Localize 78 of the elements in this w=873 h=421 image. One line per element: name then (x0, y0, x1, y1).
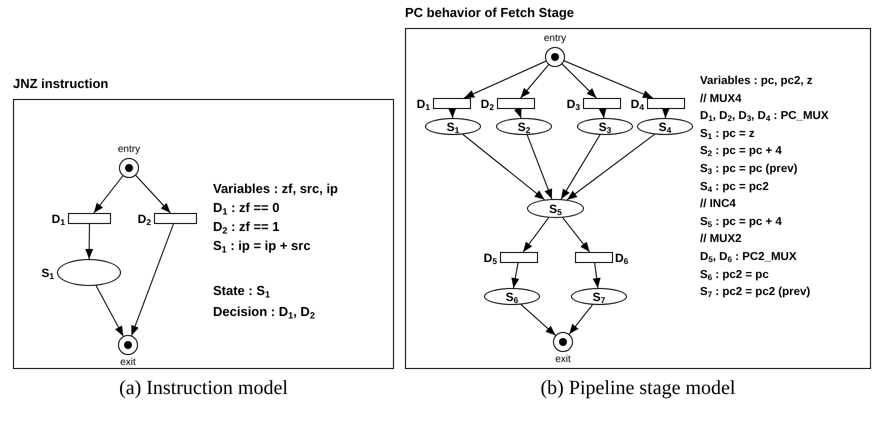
annotation-text: S$_{1}$ : ip = ip + src (213, 238, 311, 254)
annotation-text: Variables : zf, src, ip (213, 181, 338, 197)
annotation-text: S$_{4}$ : pc = pc2 (700, 180, 769, 195)
state-ellipse: S$_{5}$ (527, 199, 584, 218)
annotation-text: S$_{5}$ : pc = pc + 4 (700, 214, 782, 230)
annotation-text: S$_{7}$ : pc2 = pc2 (prev) (700, 285, 810, 300)
arrow (592, 262, 601, 288)
annotation-text: D$_{2}$ : zf == 1 (213, 219, 280, 235)
annotation-text: // MUX2 (700, 232, 742, 248)
arrow (514, 107, 522, 119)
annotation-text: S$_{2}$ : pc = pc + 4 (700, 144, 782, 160)
annotation-text: State : S$_{1}$ (213, 283, 270, 299)
annotation-text: Variables : pc, pc2, z (700, 74, 812, 89)
annotation-text: Decision : D$_{1}$, D$_{2}$ (213, 304, 315, 320)
arrow (135, 174, 171, 214)
annotation-text: // MUX4 (700, 92, 742, 107)
node-label: D$_{1}$ (416, 96, 430, 110)
arrow (566, 134, 655, 200)
annotation-text: D$_{5}$, D$_{6}$ : PC2_MUX (700, 250, 797, 265)
arrow (96, 285, 124, 337)
place-circle (119, 158, 139, 178)
figure-caption: (a) Instruction model (119, 377, 288, 400)
node-label: D$_{2}$ (480, 96, 494, 110)
arrow (520, 64, 550, 98)
state-ellipse: S$_{2}$ (496, 118, 552, 135)
annotation-text: S$_{6}$ : pc2 = pc (700, 268, 769, 283)
transition-bar (647, 98, 685, 109)
arrow (448, 108, 456, 118)
transition-bar (497, 98, 535, 109)
annotation-text: S$_{1}$ : pc = z (700, 126, 755, 142)
transition-bar (68, 213, 111, 224)
transition-bar (500, 252, 538, 263)
arrow (85, 224, 94, 260)
transition-bar (433, 98, 471, 109)
place-circle (545, 47, 565, 67)
arrow (560, 134, 600, 200)
transition-bar (583, 98, 621, 109)
node-label: D$_{2}$ (138, 212, 151, 226)
arrow (562, 217, 590, 252)
arrow (520, 304, 556, 336)
state-ellipse: S$_{6}$ (484, 288, 540, 305)
node-label: D$_{4}$ (630, 96, 644, 110)
panel-title: PC behavior of Fetch Stage (405, 5, 574, 20)
arrow (568, 304, 593, 335)
node-label: D$_{6}$ (615, 250, 628, 264)
arrow (598, 108, 607, 118)
arrow (562, 64, 597, 98)
arrow (522, 217, 550, 252)
state-ellipse: S$_{3}$ (577, 118, 633, 135)
annotation-text: D$_{1}$ : zf == 0 (213, 200, 280, 216)
panel-title: JNZ instruction (13, 76, 108, 91)
state-ellipse: S$_{7}$ (571, 288, 627, 305)
arrow (131, 224, 174, 336)
arrow (464, 60, 546, 98)
arrow (93, 175, 124, 214)
place-circle (553, 332, 573, 352)
annotation-text: S$_{3}$ : pc = pc (prev) (700, 162, 798, 177)
figure-caption: (b) Pipeline stage model (540, 377, 736, 400)
place-label: entry (118, 143, 140, 157)
arrow (526, 134, 552, 200)
arrow (564, 60, 654, 98)
arrow (511, 262, 520, 289)
annotation-text: // INC4 (700, 197, 736, 212)
place-label: exit (555, 353, 571, 367)
transition-bar (575, 252, 613, 263)
state-ellipse: S$_{4}$ (637, 118, 693, 135)
place-label: exit (120, 356, 136, 370)
node-label: D$_{1}$ (52, 212, 65, 226)
place-label: entry (544, 32, 566, 46)
node-label: D$_{3}$ (566, 96, 580, 110)
state-ellipse: S$_{1}$ (425, 118, 481, 135)
annotation-text: D$_{1}$, D$_{2}$, D$_{3}$, D$_{4}$ : PC_MUX (700, 109, 829, 124)
arrow (662, 108, 670, 118)
place-circle (118, 335, 138, 355)
node-label: S$_{1}$ (41, 266, 54, 280)
node-label: D$_{5}$ (484, 250, 497, 264)
arrow (462, 134, 546, 200)
transition-bar (154, 213, 197, 224)
